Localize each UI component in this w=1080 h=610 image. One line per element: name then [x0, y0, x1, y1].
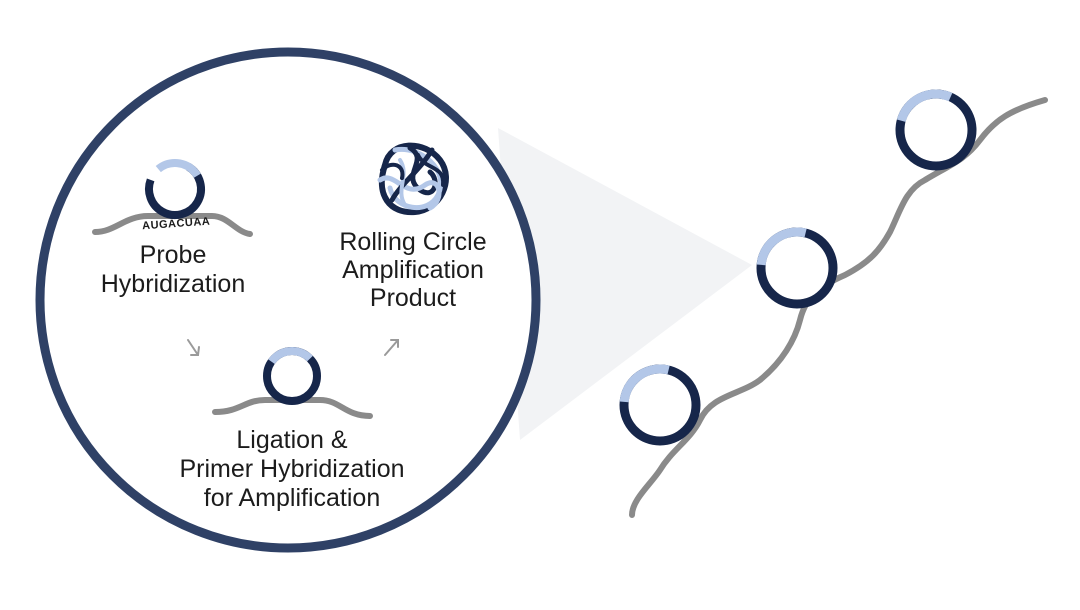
- zoom-cone: [498, 128, 752, 440]
- ligation-step: Ligation & Primer Hybridization for Ampl…: [179, 347, 405, 512]
- padlock-probe-icon: [145, 159, 205, 219]
- rca-label-line1: Rolling Circle: [339, 228, 486, 256]
- probe-label-line1: Probe: [140, 241, 207, 269]
- rca-label-line3: Product: [370, 284, 456, 312]
- probe-sequence: AUGACUAA: [142, 216, 211, 233]
- rca-label-line2: Amplification: [342, 256, 484, 284]
- ligation-label-line2: Primer Hybridization: [179, 455, 404, 483]
- ligation-label-line3: for Amplification: [204, 484, 380, 512]
- bound-probe-icon: [619, 364, 701, 446]
- bound-probe-icon: [895, 89, 977, 171]
- probe-hybridization-step: AUGACUAA Probe Hybridization: [92, 159, 253, 298]
- rca-step: Rolling Circle Amplification Product: [339, 142, 487, 312]
- arrow-up-right-icon: [384, 339, 399, 356]
- bound-probe-icon: [756, 227, 838, 309]
- rca-product-icon: [377, 142, 449, 216]
- arrow-down-right-icon: [187, 339, 200, 356]
- probe-label-line2: Hybridization: [101, 270, 246, 298]
- ligated-probe-icon: [263, 347, 321, 405]
- ligation-label-line1: Ligation &: [236, 426, 348, 454]
